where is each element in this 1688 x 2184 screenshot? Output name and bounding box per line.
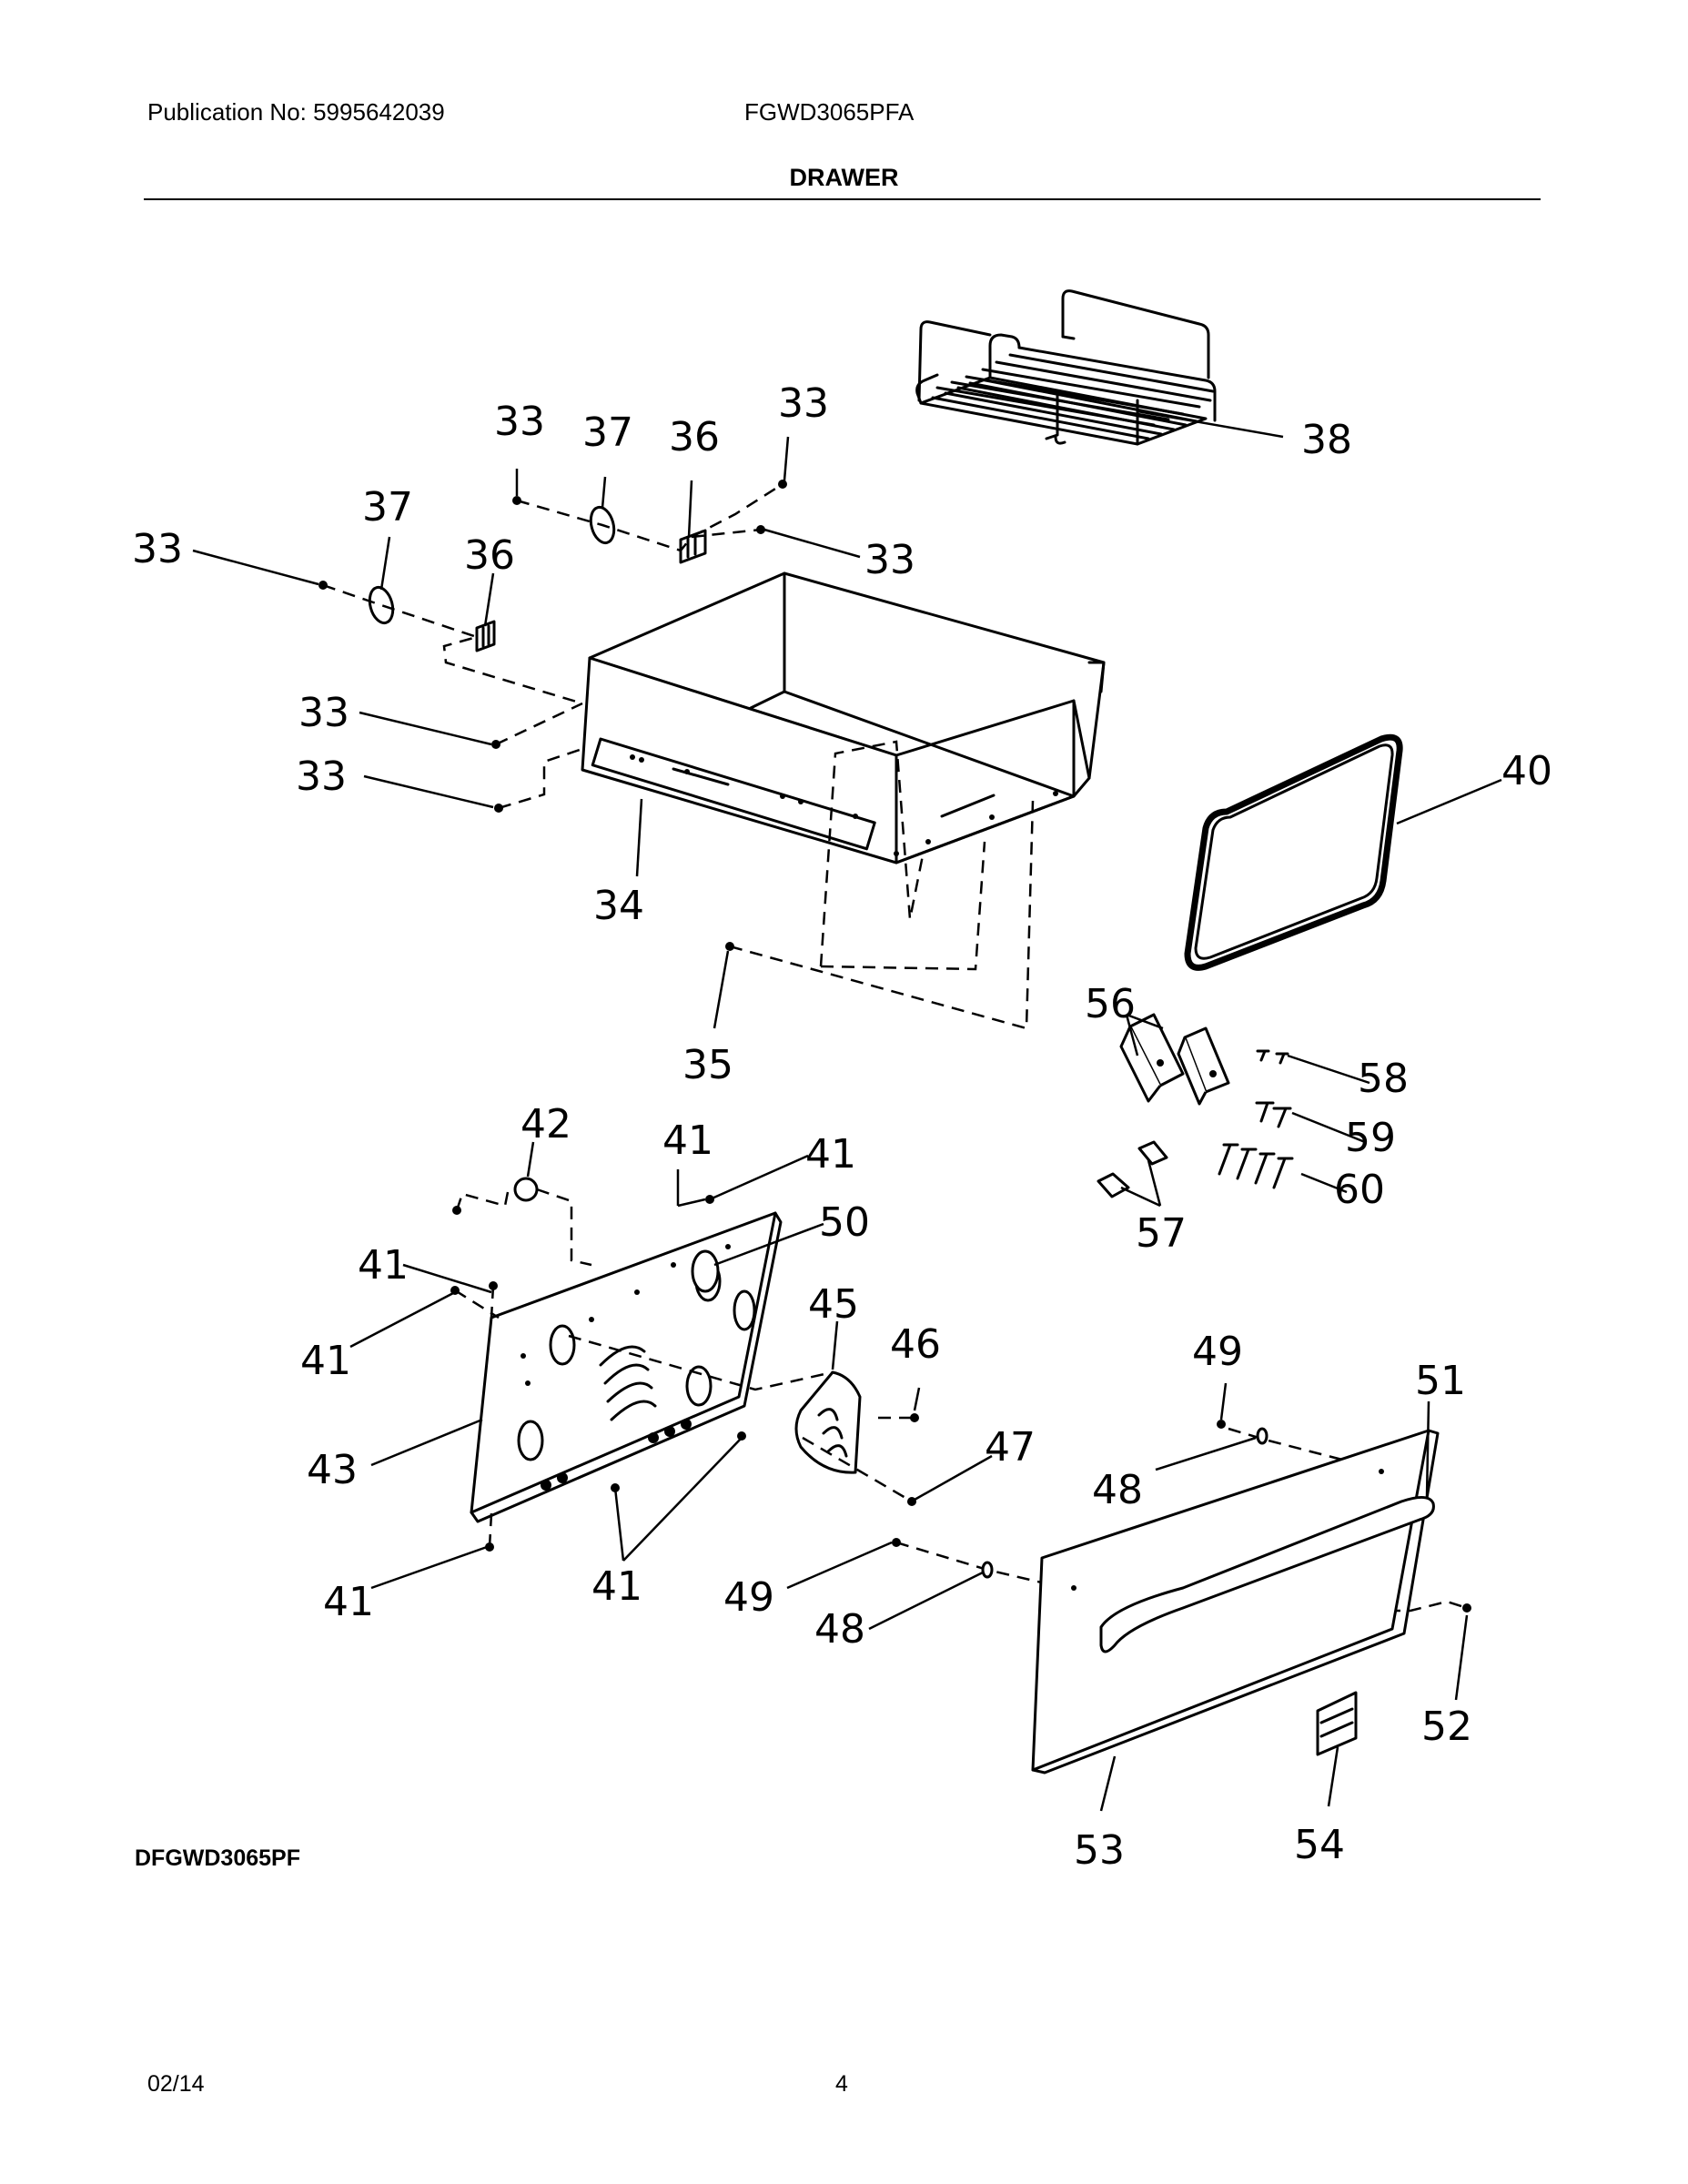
callout-49: 49	[1192, 1329, 1243, 1375]
publication-number: Publication No: 5995642039	[147, 98, 445, 126]
page-number: 4	[835, 2071, 848, 2097]
drawer-roller-part	[368, 585, 395, 625]
callout-60: 60	[1334, 1167, 1385, 1213]
callout-48: 48	[1092, 1467, 1143, 1513]
drawer-bracket-part	[679, 529, 707, 564]
washer-part	[981, 1561, 994, 1579]
callout-41: 41	[323, 1579, 374, 1625]
washer-part	[1256, 1427, 1269, 1445]
callout-56: 56	[1085, 981, 1136, 1027]
callout-41: 41	[300, 1338, 351, 1384]
hinge-bracket-part	[1177, 1026, 1230, 1106]
section-title: DRAWER	[789, 164, 899, 191]
callout-37: 37	[582, 410, 633, 456]
callout-49: 49	[723, 1574, 774, 1621]
control-panel-part	[470, 1211, 783, 1523]
callout-47: 47	[985, 1424, 1036, 1471]
drawer-front-panel-part	[1031, 1429, 1440, 1774]
model-number: FGWD3065PFA	[744, 98, 915, 126]
control-badge-part	[794, 1370, 862, 1474]
screw-set-part	[1218, 1049, 1294, 1189]
drawer-box-part	[581, 571, 1106, 864]
callout-37: 37	[362, 484, 413, 531]
callout-38: 38	[1301, 417, 1352, 463]
callout-58: 58	[1358, 1056, 1409, 1102]
hinge-bracket-part	[1119, 1013, 1185, 1103]
callout-45: 45	[808, 1281, 859, 1328]
header-rule	[144, 198, 1541, 200]
callout-33: 33	[778, 380, 829, 427]
callout-36: 36	[669, 414, 720, 460]
callout-40: 40	[1501, 748, 1552, 794]
drawer-bracket-part	[475, 620, 496, 652]
callout-33: 33	[298, 690, 349, 736]
drawer-badge-part	[1316, 1691, 1358, 1756]
door-gasket-part	[1184, 733, 1403, 971]
diagram-id: DFGWD3065PF	[135, 1845, 300, 1871]
callout-42: 42	[521, 1101, 571, 1148]
callout-54: 54	[1294, 1822, 1345, 1868]
callout-33: 33	[864, 537, 915, 583]
callout-41: 41	[591, 1563, 642, 1610]
callout-35: 35	[682, 1042, 733, 1088]
callout-33: 33	[132, 526, 183, 572]
callout-50: 50	[819, 1199, 870, 1246]
indicator-light-part	[513, 1177, 539, 1202]
publication-date: 02/14	[147, 2071, 205, 2097]
callout-53: 53	[1074, 1827, 1125, 1874]
drawer-handle-part	[1099, 1496, 1435, 1653]
callout-33: 33	[494, 399, 545, 445]
callout-41: 41	[662, 1117, 713, 1164]
callout-57: 57	[1136, 1210, 1187, 1257]
callout-41: 41	[805, 1131, 856, 1178]
callout-labels: 33 37 36 33 33 37 36 33 33 33 38 34 35 4…	[132, 380, 1552, 1874]
callout-36: 36	[464, 532, 515, 579]
hinge-clip-part	[1097, 1140, 1168, 1198]
callout-52: 52	[1421, 1704, 1472, 1750]
door-gasket-inner	[1194, 743, 1394, 960]
callout-33: 33	[296, 753, 347, 800]
callout-46: 46	[890, 1321, 941, 1368]
knob-part	[691, 1249, 720, 1293]
callout-59: 59	[1345, 1115, 1396, 1161]
callout-48: 48	[814, 1606, 865, 1653]
oven-rack-part	[915, 289, 1217, 446]
callout-41: 41	[358, 1242, 409, 1289]
callout-34: 34	[593, 883, 644, 929]
callout-51: 51	[1415, 1358, 1466, 1404]
callout-43: 43	[307, 1447, 358, 1493]
